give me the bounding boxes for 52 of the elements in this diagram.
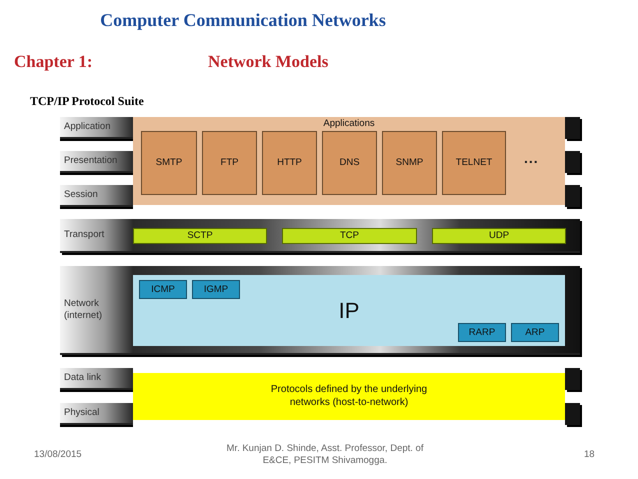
protocol-label: DNS [339, 157, 360, 169]
page-number: 18 [584, 449, 595, 460]
protocol-label: ICMP [151, 284, 175, 296]
protocol-label: SNMP [396, 157, 424, 169]
layer-label: Application [64, 121, 110, 133]
layer-bar [60, 368, 133, 390]
chapter-heading: Chapter 1: [14, 52, 93, 72]
protocol-box [322, 131, 377, 195]
layer-bar [60, 219, 580, 253]
layer-bar [60, 185, 133, 207]
author-footer: Mr. Kunjan D. Shinde, Asst. Professor, Dept. of E&CE, PESITM Shivamogga. [220, 443, 430, 468]
protocol-label: TCP [340, 230, 359, 242]
date-text: 13/08/2015 [34, 449, 82, 460]
protocol-box [432, 228, 566, 244]
protocol-box [139, 280, 187, 299]
section-heading: TCP/IP Protocol Suite [30, 94, 144, 109]
protocol-label: UDP [488, 230, 510, 242]
protocol-box [133, 373, 565, 420]
layer-bar [60, 266, 580, 355]
protocol-box [262, 131, 317, 195]
ellipsis: ... [524, 150, 539, 166]
protocol-label: RARP [468, 326, 496, 338]
protocol-box [382, 131, 437, 195]
protocol-label: IGMP [204, 284, 228, 296]
protocol-label: TELNET [456, 157, 492, 169]
protocol-box [511, 323, 559, 342]
protocol-label: FTP [220, 157, 238, 169]
protocol-box [133, 228, 267, 244]
protocol-box [141, 131, 197, 195]
layer-label: Data link [64, 372, 101, 384]
protocol-label: ARP [525, 326, 545, 338]
protocol-box [442, 131, 506, 195]
protocol-label: SMTP [156, 157, 182, 169]
protocol-label: Applications [323, 118, 375, 130]
slide-title: Computer Communication Networks [99, 10, 387, 31]
layer-bar [60, 117, 133, 139]
layer-label: Session [64, 189, 98, 201]
protocol-label: SCTP [187, 230, 213, 242]
layer-bar [60, 403, 133, 425]
chapter-heading: Network Models [208, 52, 328, 72]
protocol-label: IP [338, 296, 360, 324]
protocol-box [202, 131, 257, 195]
protocol-box [192, 280, 240, 299]
protocol-box [458, 323, 506, 342]
protocol-label: HTTP [277, 157, 302, 169]
protocol-box [282, 228, 417, 244]
layer-label: Network (internet) [64, 298, 104, 322]
layer-label: Physical [64, 407, 100, 419]
application-layer-box [133, 117, 565, 205]
ip-box [133, 275, 565, 346]
protocol-label: Protocols defined by the underlying networks (host-to-network) [270, 384, 428, 409]
layer-label: Transport [64, 229, 104, 241]
